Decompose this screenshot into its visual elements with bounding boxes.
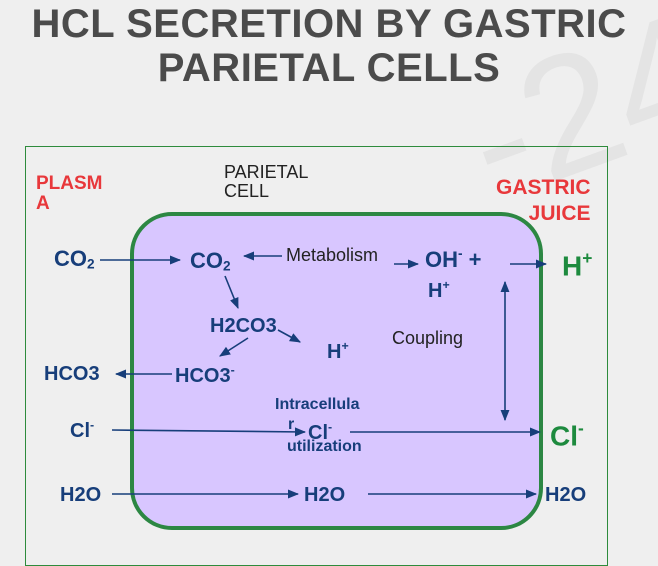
title-line-1: HCL SECRETION BY GASTRIC: [31, 2, 627, 46]
h2o-juice: H2O: [545, 484, 587, 506]
plasma-label-line-1: PLASM: [36, 173, 103, 194]
co2-plasma: CO2: [54, 246, 95, 272]
parietal-cell-label: PARIETAL CELL: [224, 163, 308, 201]
h2co3: H2CO3: [210, 315, 277, 337]
plasma-label-line-2: A: [36, 193, 50, 214]
arrow-co2-to-h2co3: [224, 275, 239, 310]
cl-juice: Cl-: [550, 418, 584, 452]
gastric-juice-label: GASTRIC JUICE: [496, 175, 591, 227]
h2o-plasma: H2O: [60, 484, 102, 506]
parietal-cell-label-line-1: PARIETAL: [224, 162, 309, 182]
gastric-juice-label-line-2: JUICE: [528, 202, 591, 225]
title-line-2: PARIETAL CELLS: [157, 46, 501, 90]
page-title: HCL SECRETION BY GASTRIC PARIETAL CELLS: [0, 2, 658, 90]
arrows-layer: [100, 251, 548, 499]
gastric-juice-label-line-1: GASTRIC: [496, 176, 591, 199]
h-plus-mid: H+: [327, 339, 349, 364]
h-plus-top: H+: [428, 278, 450, 303]
hco3-cell: HCO3-: [175, 363, 235, 388]
metabolism-label: Metabolism: [286, 245, 379, 265]
plasma-label: PLASM A: [36, 174, 103, 214]
coupling-label: Coupling: [392, 328, 464, 348]
arrow-h2co3-to-h: [277, 329, 301, 343]
co2-cell: CO2: [190, 248, 231, 274]
arrow-cl-in: [111, 427, 307, 437]
h2o-cell: H2O: [304, 484, 346, 506]
arrow-h2co3-to-hco3: [219, 337, 249, 357]
h-plus-juice: H+: [562, 248, 593, 282]
cl-plasma: Cl-: [70, 418, 95, 443]
cl-cell: Cl-: [308, 420, 333, 445]
parietal-cell-label-line-2: CELL: [224, 181, 270, 201]
intracellular-label-line-2: r: [288, 416, 295, 433]
hco3-plasma: HCO3: [44, 363, 100, 385]
watermark: -24: [441, 0, 658, 238]
oh-minus: OH- +: [425, 246, 482, 272]
utilization-label: utilization: [287, 438, 362, 455]
parietal-cell-body: [130, 212, 543, 530]
intracellular-label-line-1: Intracellula: [275, 396, 360, 413]
